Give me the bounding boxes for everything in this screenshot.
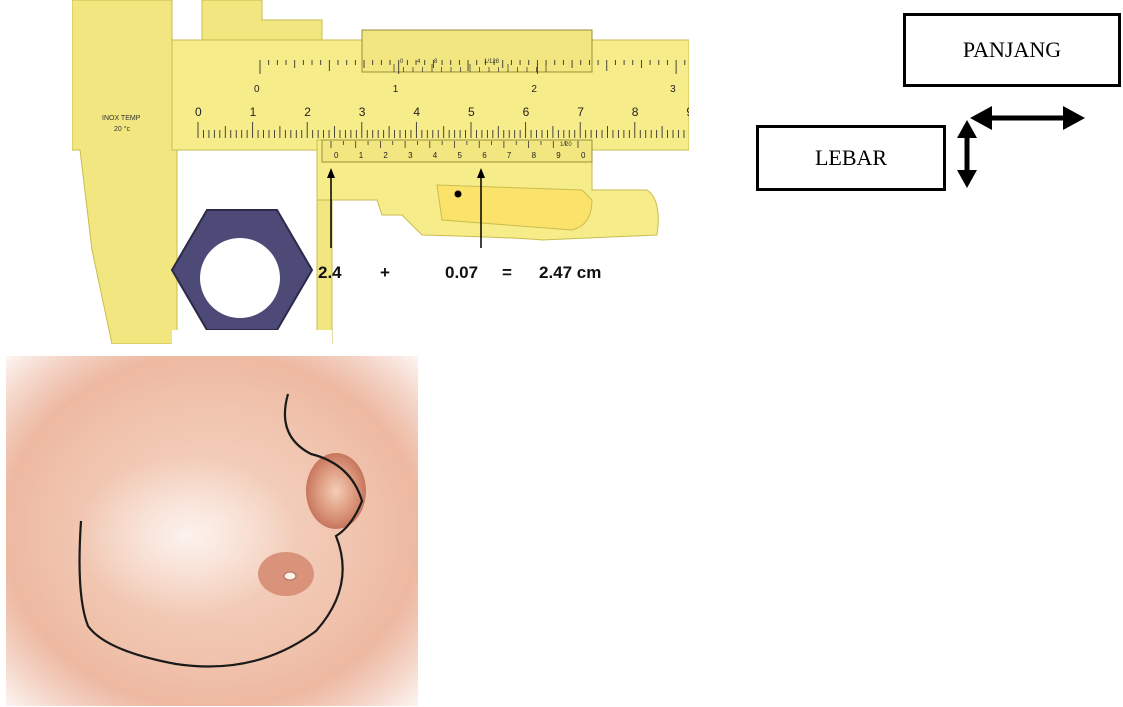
reading-equals-sign: = (502, 263, 512, 282)
main-scale-number: 9 (686, 105, 689, 119)
main-scale-number: 7 (577, 105, 584, 119)
main-scale-number: 6 (523, 105, 530, 119)
main-scale-number: 3 (359, 105, 366, 119)
vernier-unit-label: 1/20 (560, 142, 572, 148)
reading-main-value: 2.4 (318, 263, 342, 282)
vernier-scale-number: 0 (334, 151, 339, 160)
vernier-scale-number: 0 (581, 151, 586, 160)
vernier-caliper-illustration: INOX TEMP 20 °c 0 1 2 3 4 5 6 7 8 9 0 1 2 3 0 1 2 3 4 5 6 7… (72, 0, 689, 344)
vernier-scale-number: 6 (482, 151, 487, 160)
reading-vernier-value: 0.07 (445, 263, 478, 282)
panjang-label: PANJANG (963, 37, 1061, 63)
vernier-scale-number: 9 (556, 151, 561, 160)
panjang-label-box: PANJANG (903, 13, 1121, 87)
upper-vernier-unit-label: 1/128 (484, 59, 500, 65)
lebar-label: LEBAR (815, 145, 887, 171)
dimension-arrows (940, 100, 1120, 200)
main-scale-number: 1 (250, 105, 257, 119)
vertical-double-arrow (957, 120, 977, 188)
breast-illustration (6, 356, 418, 706)
vernier-scale-number: 1 (359, 151, 364, 160)
upper-vernier-strip (362, 30, 592, 72)
main-scale-number: 4 (413, 105, 420, 119)
vernier-scale-number: 3 (408, 151, 413, 160)
main-scale-number: 0 (195, 105, 202, 119)
main-scale-number: 2 (304, 105, 311, 119)
vernier-scale-number: 7 (507, 151, 512, 160)
vernier-scale-number: 8 (532, 151, 537, 160)
inch-scale-number: 1 (393, 84, 399, 95)
inch-scale-number: 0 (254, 84, 260, 95)
brand-text: INOX TEMP (102, 115, 141, 122)
lebar-label-box: LEBAR (756, 125, 946, 191)
hex-nut-hole (200, 238, 280, 318)
vernier-scale-number: 4 (433, 151, 438, 160)
brand-temp-text: 20 °c (114, 125, 131, 133)
main-scale-number: 8 (632, 105, 639, 119)
vernier-scale-number: 2 (383, 151, 388, 160)
inch-scale-number: 2 (531, 84, 537, 95)
vernier-scale-number: 5 (458, 151, 463, 160)
reading-plus-sign: + (380, 263, 390, 282)
main-scale-number: 5 (468, 105, 475, 119)
reading-result: 2.47 cm (539, 263, 601, 282)
inch-scale-number: 3 (670, 84, 676, 95)
horizontal-double-arrow (970, 106, 1085, 130)
